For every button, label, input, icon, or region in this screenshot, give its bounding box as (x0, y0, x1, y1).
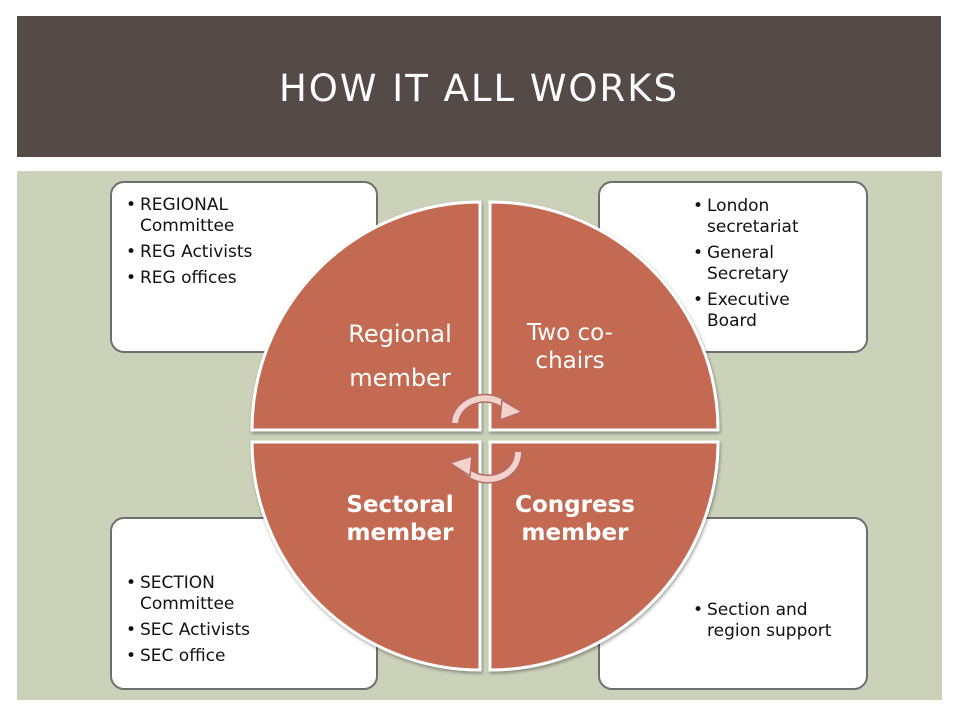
quadrant-label-line: chairs (535, 348, 605, 374)
bullet-item: REG Activists (126, 242, 296, 263)
quadrant-label-line: Sectoral (346, 492, 454, 518)
bullet-list-bottom-left: SECTION Committee SEC Activists SEC offi… (126, 573, 296, 672)
bullet-item: REGIONAL Committee (126, 195, 296, 237)
quadrant-label-line: Regional (348, 320, 452, 348)
bullet-list-top-left: REGIONAL Committee REG Activists REG off… (126, 195, 296, 294)
quadrant-label-line: Congress (515, 492, 635, 518)
bullet-item: SECTION Committee (126, 573, 296, 615)
quadrant-top-right (488, 200, 720, 432)
quadrant-bottom-left (250, 440, 482, 672)
bullet-item: Section and region support (693, 600, 843, 642)
quadrant-label-congress: Congress member (500, 491, 650, 547)
bullet-item: London secretariat (693, 196, 843, 238)
slide-title: HOW IT ALL WORKS (278, 67, 680, 110)
quadrant-label-sectoral: Sectoral member (330, 491, 470, 547)
bullet-list-top-right: London secretariat General Secretary Exe… (693, 196, 843, 337)
bullet-item: General Secretary (693, 243, 843, 285)
quadrant-bottom-right (488, 440, 720, 672)
cycle-arrow-top-icon (450, 393, 524, 424)
title-bar: HOW IT ALL WORKS (17, 16, 941, 157)
quadrant-label-regional: Regional member (330, 312, 470, 400)
bullet-item: SEC Activists (126, 620, 296, 641)
bullet-item: Executive Board (693, 290, 843, 332)
cycle-arrow-bottom-icon (448, 451, 523, 484)
bullet-item: SEC office (126, 646, 296, 667)
quadrant-label-line: member (521, 520, 629, 546)
quadrant-top-left (250, 200, 482, 432)
bullet-item: REG offices (126, 268, 296, 289)
quadrant-label-line: member (349, 364, 451, 392)
quadrant-label-line: member (346, 520, 454, 546)
quadrant-label-line: Two co- (527, 320, 613, 346)
bullet-list-bottom-right: Section and region support (693, 600, 843, 647)
quadrant-label-co-chairs: Two co- chairs (505, 319, 635, 375)
